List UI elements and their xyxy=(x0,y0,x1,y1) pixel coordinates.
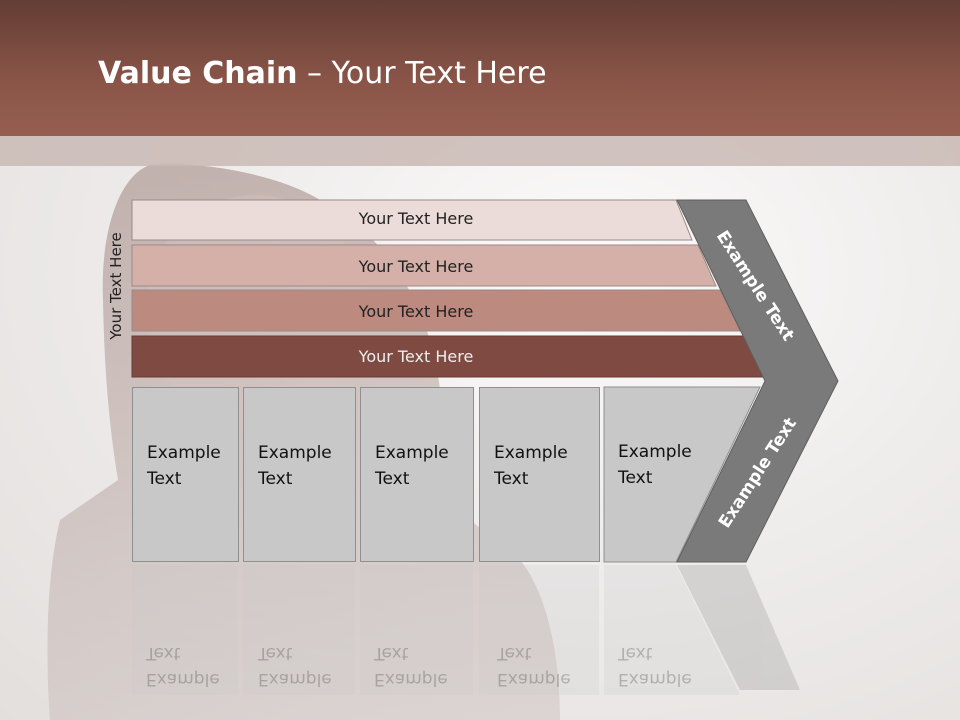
box-1-text: Example Text xyxy=(147,443,221,489)
box-4: Example Text xyxy=(479,387,600,562)
slide-title: Value Chain – Your Text Here xyxy=(98,56,547,91)
header-bar: Value Chain – Your Text Here xyxy=(0,0,960,136)
box-5-reflection-text: Example Text xyxy=(618,643,692,689)
row-label-1: Your Text Here xyxy=(358,209,474,228)
row-label-2: Your Text Here xyxy=(358,257,474,276)
row-band-3 xyxy=(131,289,741,332)
box-1-reflection-text: Example Text xyxy=(146,643,220,689)
row-band-1 xyxy=(131,199,693,241)
box-3: Example Text xyxy=(360,387,474,562)
chevron-shape xyxy=(676,199,839,563)
box-5-shape xyxy=(603,386,761,563)
box-3-text: Example Text xyxy=(375,443,449,489)
box-1: Example Text xyxy=(132,387,239,562)
header-band xyxy=(0,136,960,166)
title-bold: Value Chain xyxy=(98,56,298,91)
box-3-reflection-text: Example Text xyxy=(374,643,448,689)
title-rest: – Your Text Here xyxy=(297,56,547,91)
row-band-2 xyxy=(131,244,717,287)
box-2-reflection-text: Example Text xyxy=(258,643,332,689)
box-2-text: Example Text xyxy=(258,443,332,489)
box-5-text: Example Text xyxy=(618,442,692,488)
reflection xyxy=(132,565,800,695)
box-4-reflection-text: Example Text xyxy=(497,643,571,689)
row-label-3: Your Text Here xyxy=(358,302,474,321)
row-label-4: Your Text Here xyxy=(358,347,474,366)
box-4-text: Example Text xyxy=(494,443,568,489)
box-2: Example Text xyxy=(243,387,356,562)
